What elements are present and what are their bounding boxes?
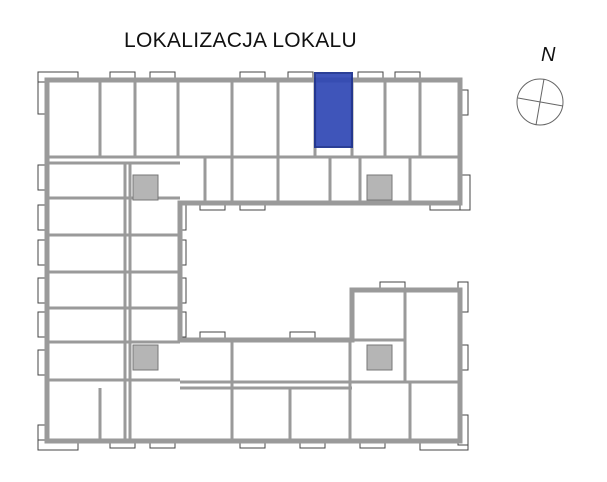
compass-icon (516, 78, 564, 126)
staircases (132, 174, 393, 371)
compass-north-label: N (541, 44, 556, 66)
highlighted-apartment[interactable] (314, 72, 353, 148)
page-title: LOKALIZACJA LOKALU (124, 29, 357, 52)
